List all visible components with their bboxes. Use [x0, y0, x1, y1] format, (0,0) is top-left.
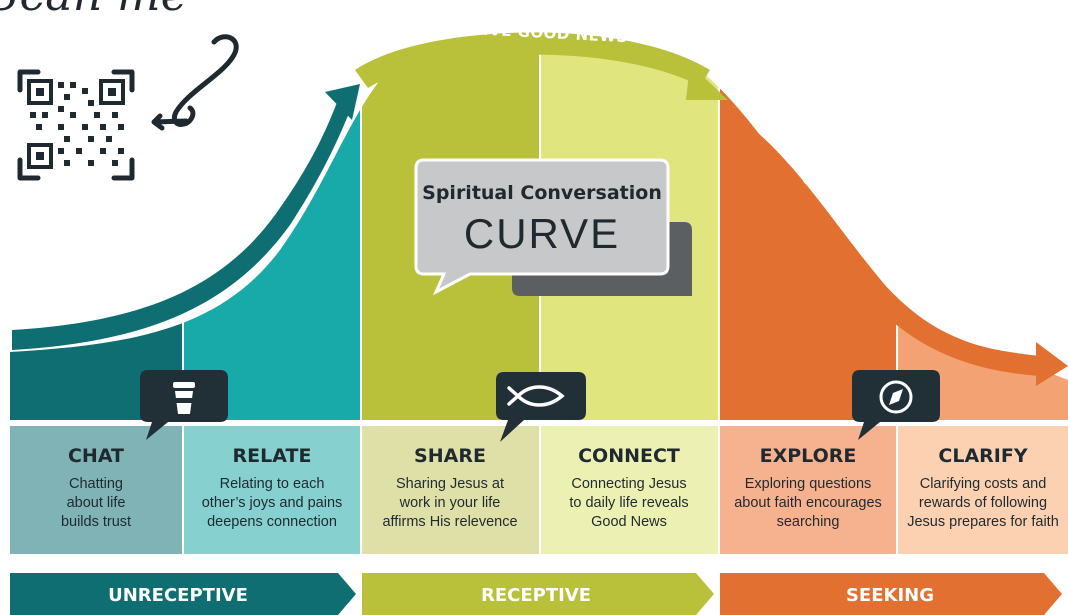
card-connect: [541, 426, 718, 554]
card-connect-title: CONNECT: [578, 445, 680, 467]
card-clarify: [898, 426, 1068, 554]
card-explore-line-2: about faith encourages: [734, 495, 882, 511]
bottom-bar-receptive-label: RECEPTIVE: [481, 585, 591, 606]
card-chat-line-2: about life: [67, 495, 126, 511]
card-relate-line-1: Relating to each: [220, 476, 325, 492]
card-clarify-line-1: Clarifying costs and: [920, 476, 1047, 492]
card-share-line-3: affirms His relevence: [382, 514, 517, 530]
card-relate-line-2: other’s joys and pains: [202, 495, 343, 511]
card-connect-line-2: to daily life reveals: [569, 495, 688, 511]
card-relate-title: RELATE: [233, 445, 312, 467]
scan-area: Scan me: [0, 0, 239, 181]
cards: CHAT Chatting about life builds trust RE…: [10, 426, 1068, 554]
bottom-bars: UNRECEPTIVE RECEPTIVE SEEKING: [10, 573, 1062, 615]
qr-code[interactable]: [17, 69, 135, 181]
card-chat: [10, 426, 182, 554]
card-explore-line-3: searching: [777, 514, 840, 530]
curve-speech-bubble: Spiritual Conversation CURVE: [414, 158, 692, 296]
card-share-title: SHARE: [414, 445, 486, 467]
scan-prompt: Scan me: [0, 0, 188, 21]
card-explore-title: EXPLORE: [760, 445, 857, 467]
bottom-bar-unreceptive-label: UNRECEPTIVE: [108, 585, 248, 606]
card-chat-line-1: Chatting: [69, 476, 123, 492]
arrow-head: [151, 113, 189, 131]
bottom-bar-receptive: RECEPTIVE: [362, 573, 714, 615]
card-clarify-title: CLARIFY: [938, 445, 1027, 467]
card-connect-line-1: Connecting Jesus: [571, 476, 686, 492]
bubble-title: Spiritual Conversation: [422, 182, 662, 204]
fish-icon: [496, 372, 586, 442]
card-chat-title: CHAT: [68, 445, 124, 467]
bottom-bar-unreceptive: UNRECEPTIVE: [10, 573, 356, 615]
card-connect-line-3: Good News: [591, 514, 667, 530]
card-chat-line-3: builds trust: [61, 514, 131, 530]
column-relate: [184, 47, 360, 420]
bottom-bar-seeking-label: SEEKING: [846, 585, 934, 606]
card-share: [362, 426, 539, 554]
card-relate-line-3: deepens connection: [207, 514, 337, 530]
card-explore-line-1: Exploring questions: [745, 476, 872, 492]
bubble-subtitle: CURVE: [464, 210, 620, 257]
card-explore: [720, 426, 896, 554]
card-share-line-1: Sharing Jesus at: [396, 476, 504, 492]
card-clarify-line-3: Jesus prepares for faith: [907, 514, 1059, 530]
handwritten-arrow: [171, 34, 239, 127]
column-chat: [10, 47, 182, 420]
card-share-line-2: work in your life: [399, 495, 501, 511]
card-clarify-line-2: rewards of following: [919, 495, 1047, 511]
coffee-cup-icon: [140, 370, 228, 440]
compass-icon: [852, 370, 940, 440]
bottom-bar-seeking: SEEKING: [720, 573, 1062, 615]
card-relate: [184, 426, 360, 554]
